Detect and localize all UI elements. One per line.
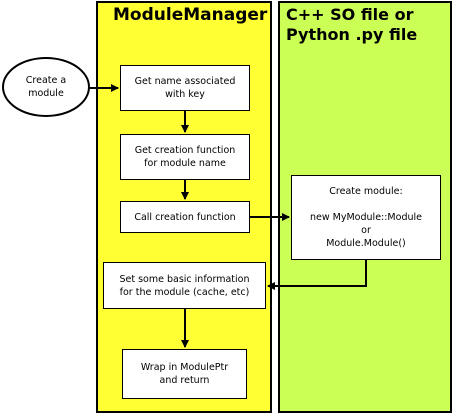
- create-module-start-node: Create a module: [2, 57, 90, 117]
- arrow-create-module-to-set-info: [267, 260, 367, 290]
- get-name-node: Get name associated with key: [120, 65, 250, 111]
- wrap-modulePtr-node: Wrap in ModulePtr and return: [122, 349, 247, 399]
- call-creation-function-node: Call creation function: [120, 201, 250, 233]
- get-creation-function-node: Get creation function for module name: [120, 134, 250, 180]
- module-manager-lane-title: ModuleManager: [113, 5, 268, 25]
- so-py-file-lane-title-line1: C++ SO file or: [286, 5, 414, 24]
- so-py-file-lane-title-line2: Python .py file: [286, 25, 418, 44]
- create-module-node: Create module: new MyModule::Module or M…: [291, 175, 441, 260]
- set-basic-info-node: Set some basic information for the modul…: [103, 262, 266, 309]
